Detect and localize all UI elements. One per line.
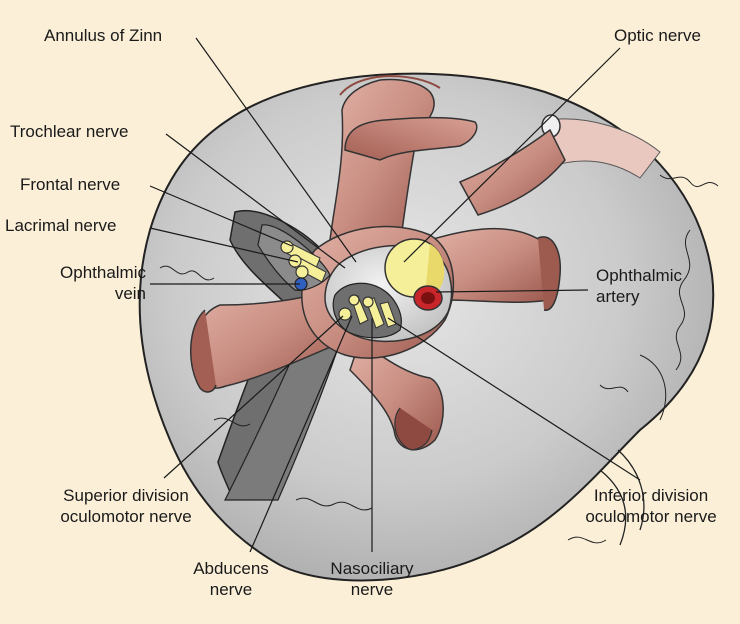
label-lacrimal-nerve: Lacrimal nerve [5,215,117,236]
label-ophthalmic-vein: Ophthalmic vein [36,262,146,304]
label-inferior-division: Inferior division oculomotor nerve [566,485,736,527]
label-nasociliary-nerve: Nasociliary nerve [312,558,432,600]
label-annulus-of-zinn: Annulus of Zinn [44,25,162,46]
trochlear-nerve-section [296,266,308,278]
label-abducens-nerve: Abducens nerve [176,558,286,600]
label-frontal-nerve: Frontal nerve [20,174,120,195]
label-ophthalmic-artery: Ophthalmic artery [596,265,682,307]
label-trochlear-nerve: Trochlear nerve [10,121,128,142]
label-optic-nerve: Optic nerve [614,25,701,46]
label-superior-division: Superior division oculomotor nerve [28,485,224,527]
